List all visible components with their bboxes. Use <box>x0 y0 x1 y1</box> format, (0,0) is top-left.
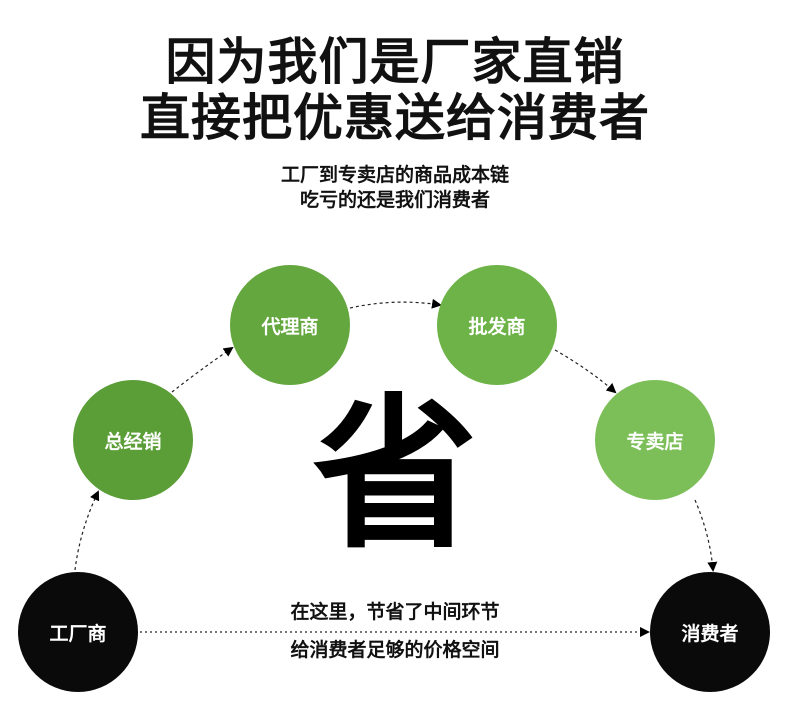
subheadline-line1: 工厂到专卖店的商品成本链 <box>280 164 509 186</box>
node-factory: 工厂商 <box>18 572 138 692</box>
headline-line1: 因为我们是厂家直销 <box>165 33 625 91</box>
node-label: 消费者 <box>681 622 739 645</box>
node-label: 专卖店 <box>626 430 684 453</box>
subheadline-line2: 吃亏的还是我们消费者 <box>299 189 490 211</box>
node-label: 工厂商 <box>49 622 107 645</box>
node-general-distributor: 总经销 <box>73 380 193 500</box>
node-agent: 代理商 <box>230 265 350 385</box>
node-label: 总经销 <box>104 430 162 453</box>
save-character: 省 <box>312 379 478 571</box>
node-label: 批发商 <box>468 315 526 338</box>
arrow-store-to-consumer <box>694 499 718 572</box>
arrow-wholesaler-to-store <box>554 349 617 394</box>
node-wholesaler: 批发商 <box>437 265 557 385</box>
direct-note-line1: 在这里，节省了中间环节 <box>290 601 500 623</box>
headline-line2: 直接把优惠送给消费者 <box>140 89 650 147</box>
direct-note-line2: 给消费者足够的价格空间 <box>290 639 500 661</box>
node-store: 专卖店 <box>595 380 715 500</box>
node-consumer: 消费者 <box>650 572 770 692</box>
arrow-agent-to-wholesaler <box>349 298 442 309</box>
node-label: 代理商 <box>261 315 319 338</box>
arrow-distributor-to-agent <box>171 346 234 393</box>
arrow-factory-to-distributor <box>74 490 100 571</box>
